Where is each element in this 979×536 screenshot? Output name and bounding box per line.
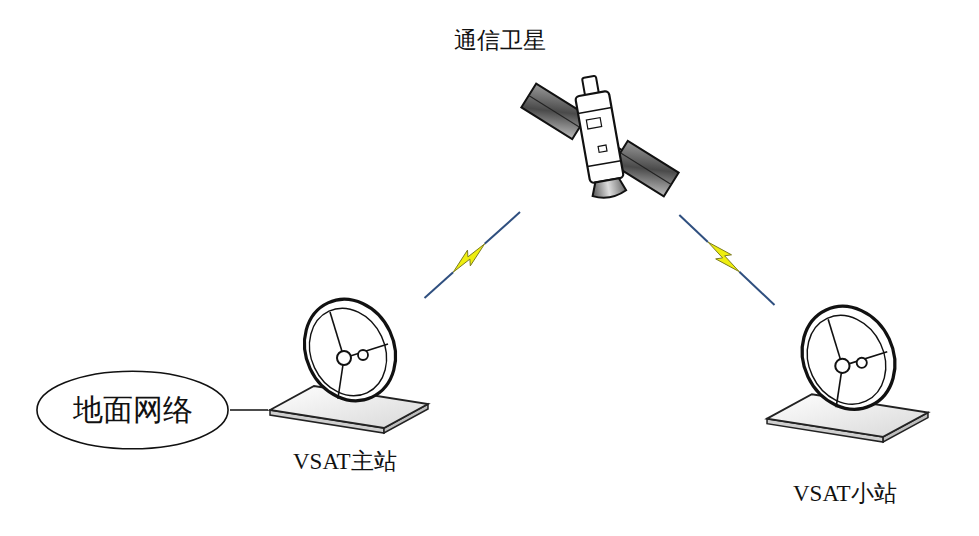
link-line xyxy=(679,215,708,242)
dish-antenna-illustration xyxy=(268,298,430,434)
link-line xyxy=(739,272,774,305)
station-label: VSAT小站 xyxy=(793,480,897,508)
satellite-link xyxy=(425,212,520,298)
master-station-node: VSAT主站 xyxy=(268,298,430,434)
link-line xyxy=(230,409,268,410)
lightning-bolt xyxy=(708,242,739,272)
node-label: 地面网络 xyxy=(73,392,193,428)
link-line xyxy=(425,272,454,298)
lightning-bolt xyxy=(453,244,485,272)
station-label: 通信卫星 xyxy=(454,27,546,55)
satellite-link xyxy=(679,215,774,305)
link-line xyxy=(485,212,520,244)
satellite-illustration xyxy=(520,65,680,215)
satellite-node: 通信卫星 xyxy=(520,65,680,215)
station-label: VSAT主站 xyxy=(293,448,397,476)
network-ellipse: 地面网络 xyxy=(35,370,230,450)
small-station-node: VSAT小站 xyxy=(765,305,930,443)
network-link xyxy=(230,410,268,411)
dish-antenna-illustration xyxy=(765,305,930,443)
